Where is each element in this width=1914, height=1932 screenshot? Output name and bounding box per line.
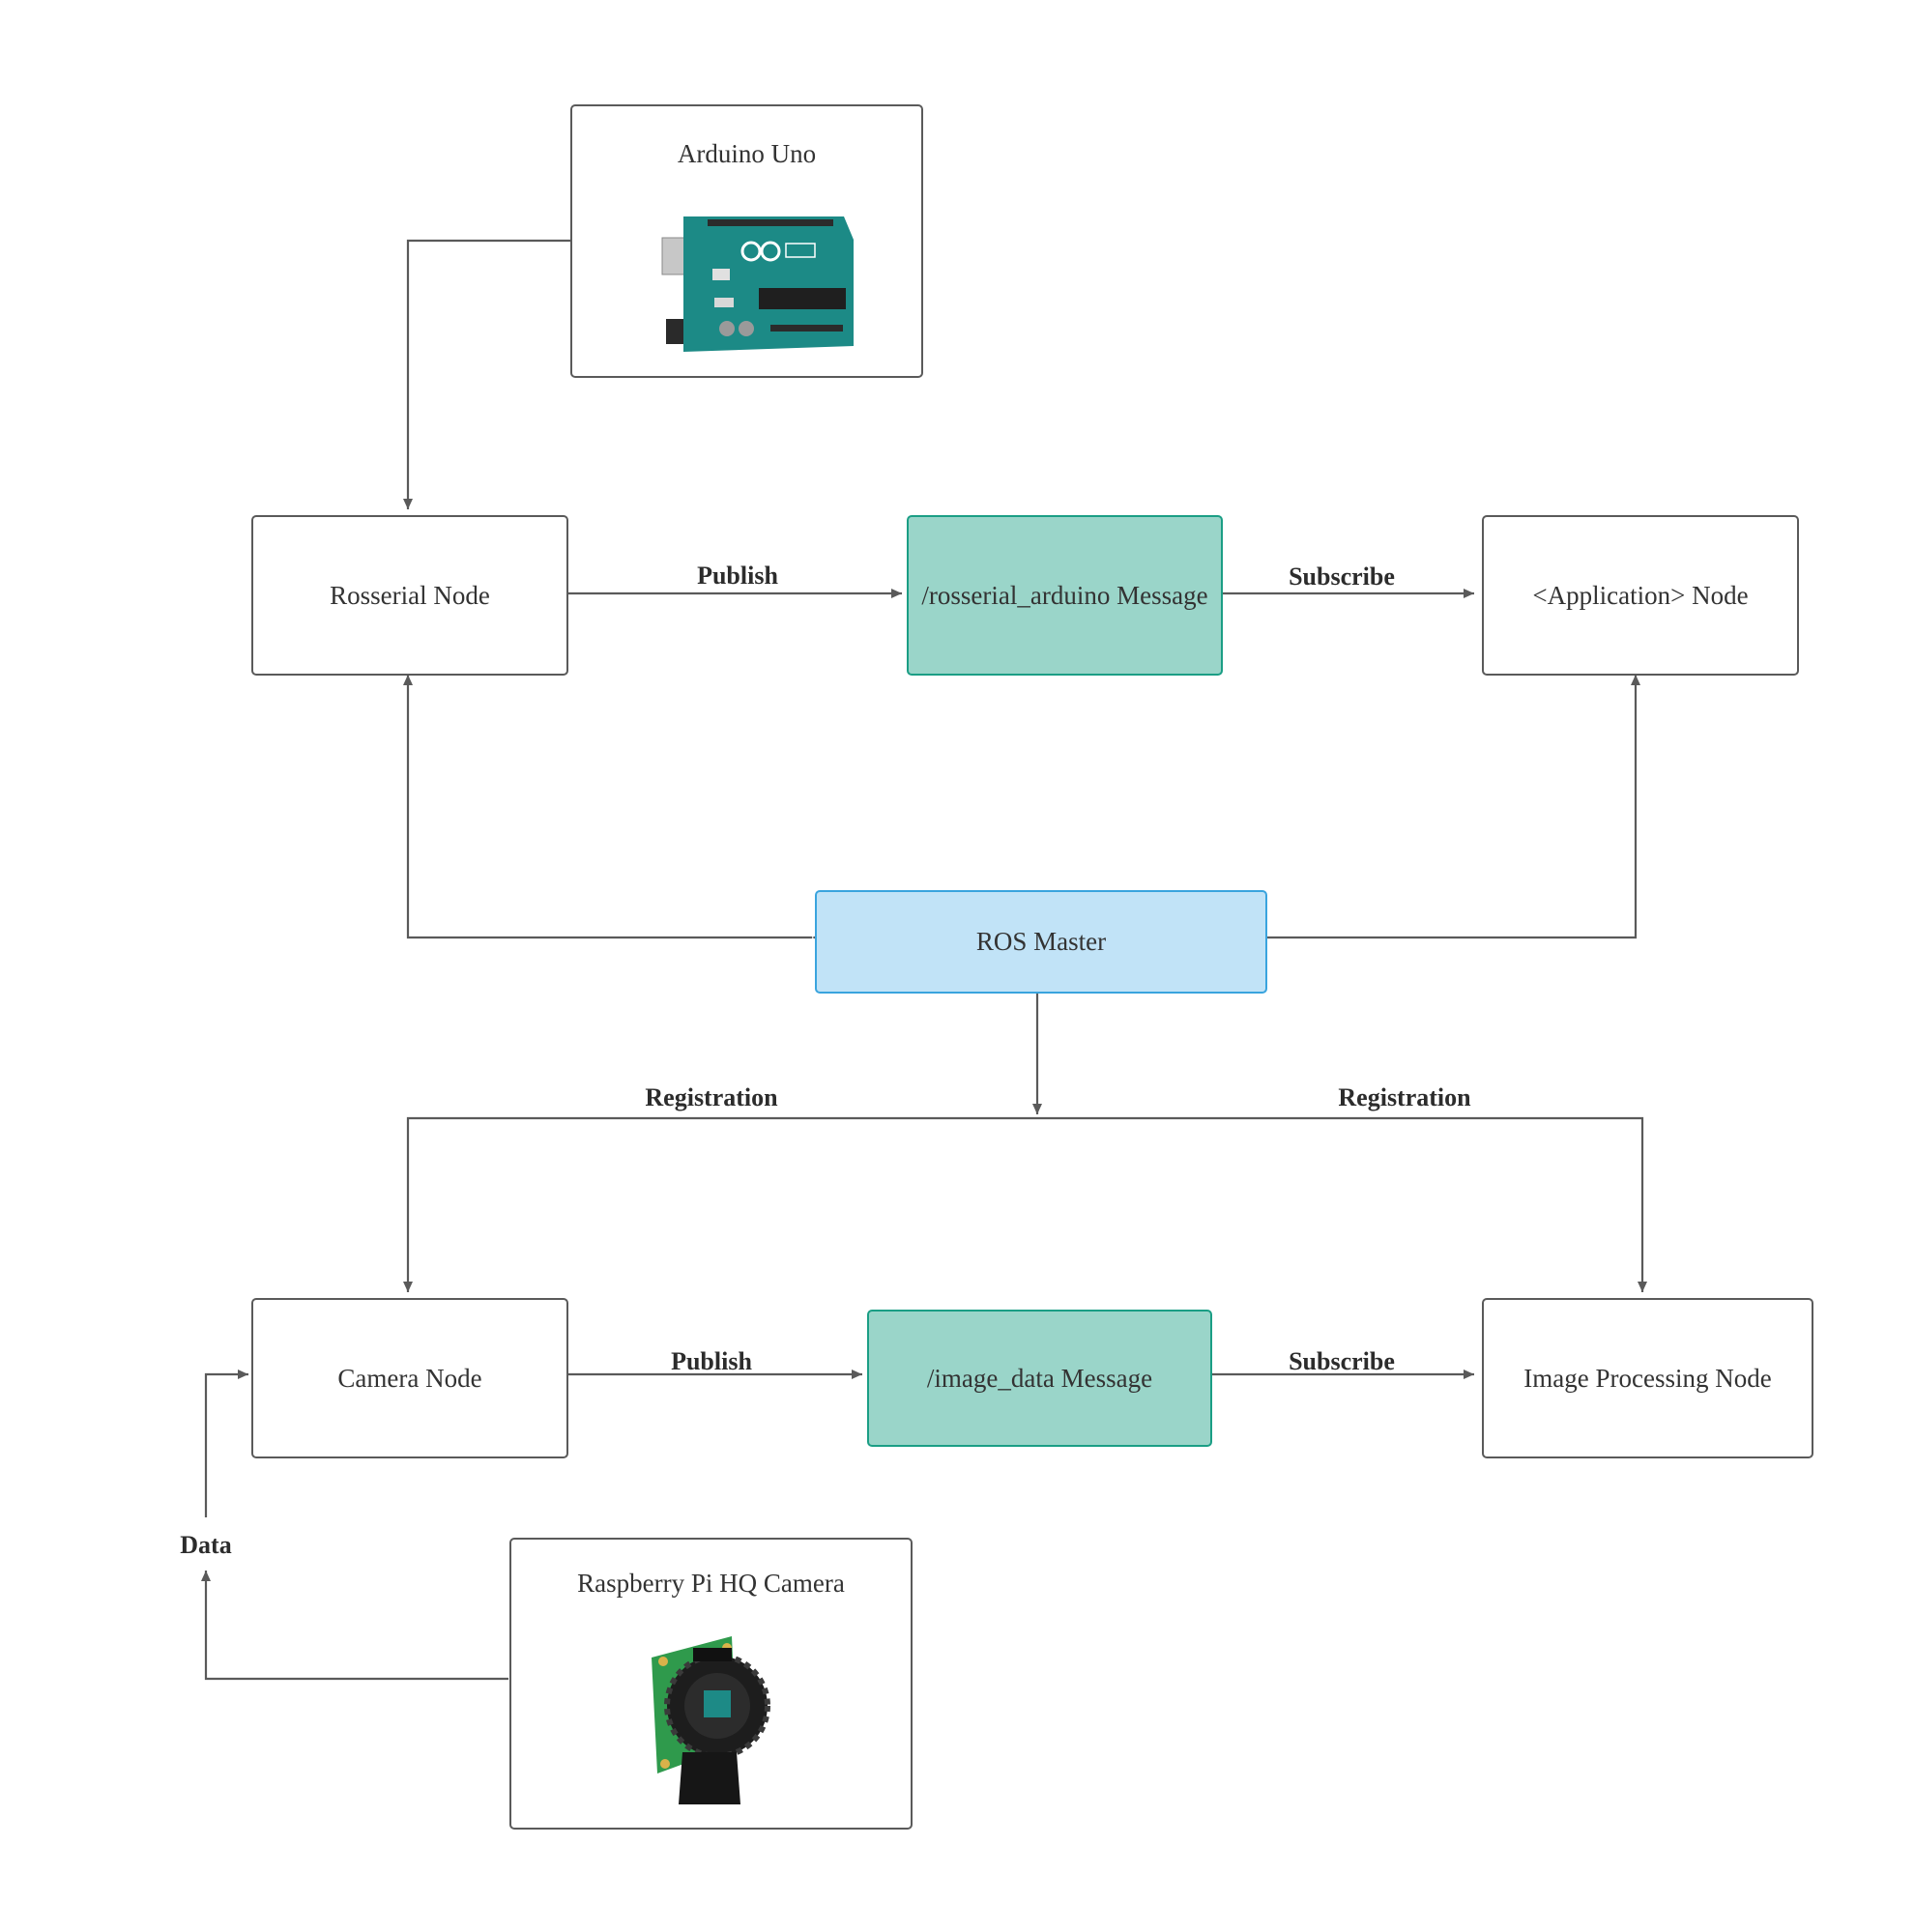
camera-module-icon bbox=[652, 1636, 770, 1804]
raspberry-pi-camera-title: Raspberry Pi HQ Camera bbox=[577, 1569, 845, 1598]
arrow-arduino-to-rosserial bbox=[403, 239, 570, 509]
rosserial-arduino-message: /rosserial_arduino Message bbox=[907, 515, 1223, 676]
arrow-data-to-camera-node bbox=[204, 1370, 248, 1517]
registration-label-left: Registration bbox=[645, 1083, 778, 1111]
arrow-camera-data-up bbox=[201, 1571, 508, 1681]
publish-label-bottom: Publish bbox=[671, 1347, 752, 1375]
publish-label-top: Publish bbox=[697, 562, 778, 590]
camera-node: Camera Node bbox=[251, 1298, 568, 1458]
subscribe-label-top: Subscribe bbox=[1289, 562, 1395, 591]
data-label: Data bbox=[180, 1531, 232, 1559]
subscribe-label-bottom: Subscribe bbox=[1289, 1347, 1395, 1375]
arduino-uno-box: Arduino Uno bbox=[570, 104, 923, 378]
arrow-registration-camera bbox=[403, 1116, 1037, 1292]
arrow-registration-image-processing bbox=[1037, 1116, 1647, 1292]
arrow-master-to-application bbox=[1253, 675, 1640, 942]
arduino-board-icon bbox=[661, 216, 854, 352]
registration-label-right: Registration bbox=[1338, 1083, 1471, 1111]
image-processing-node: Image Processing Node bbox=[1482, 1298, 1813, 1458]
application-node: <Application> Node bbox=[1482, 515, 1799, 676]
raspberry-pi-camera-box: Raspberry Pi HQ Camera bbox=[509, 1538, 913, 1830]
ros-master: ROS Master bbox=[815, 890, 1267, 994]
arrow-master-to-rosserial bbox=[403, 675, 823, 942]
arduino-uno-title: Arduino Uno bbox=[677, 139, 817, 168]
rosserial-node: Rosserial Node bbox=[251, 515, 568, 676]
image-data-message: /image_data Message bbox=[867, 1310, 1212, 1447]
